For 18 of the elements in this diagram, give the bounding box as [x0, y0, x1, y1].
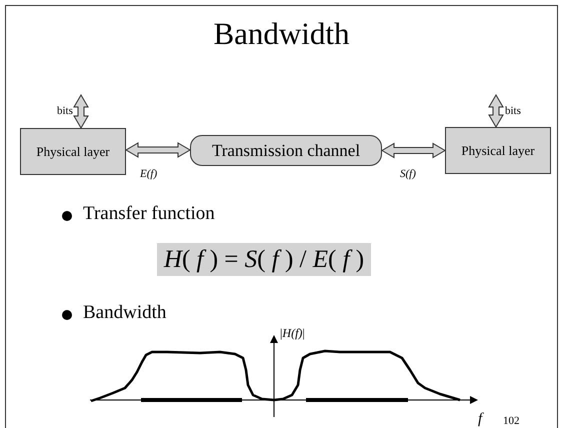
- edge-label: E(f): [140, 168, 158, 180]
- axis-label: f: [478, 411, 482, 428]
- bullet-text: Transfer function: [83, 203, 215, 225]
- process-box: Physical layer: [445, 127, 551, 174]
- double-arrow: [125, 142, 191, 158]
- axis-label: |H(f)|: [280, 326, 305, 341]
- page-number: 102: [503, 415, 520, 427]
- channel-box: Transmission channel: [190, 135, 382, 166]
- double-arrow: [381, 142, 446, 158]
- process-box: Physical layer: [20, 128, 126, 175]
- bullet-text: Bandwidth: [83, 302, 166, 324]
- formula: H( f ) = S( f ) / E( f ): [157, 243, 371, 276]
- edge-label: S(f): [400, 168, 416, 180]
- double-arrow: [73, 94, 89, 129]
- edge-label: bits: [57, 105, 73, 117]
- double-arrow: [488, 94, 504, 128]
- edge-label: bits: [505, 105, 521, 117]
- title: Bandwidth: [213, 16, 350, 51]
